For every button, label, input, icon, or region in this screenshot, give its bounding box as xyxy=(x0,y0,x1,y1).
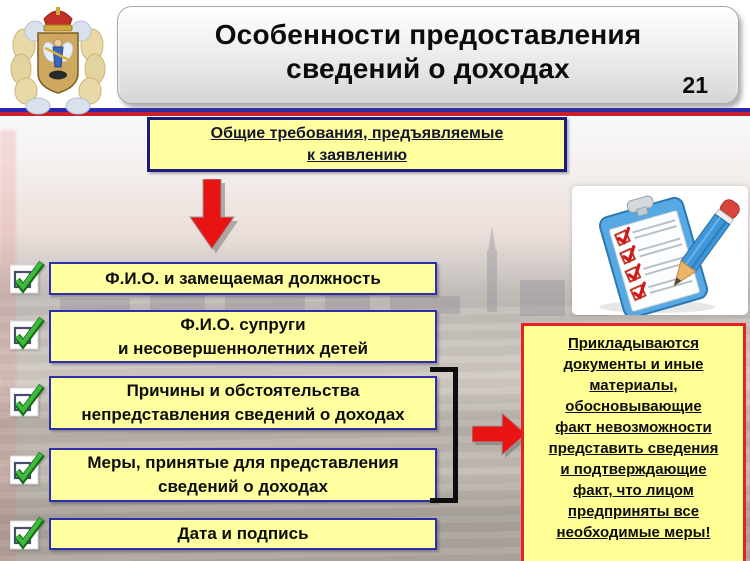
requirements-heading-box: Общие требования, предъявляемые к заявле… xyxy=(147,117,567,172)
checklist-item-label: Дата и подпись xyxy=(177,524,309,543)
checklist-item-label: Причины и обстоятельства непредставления… xyxy=(81,381,405,424)
page-number: 21 xyxy=(682,72,708,98)
grouping-bracket xyxy=(430,367,458,503)
green-checkmark-icon xyxy=(10,383,45,417)
red-arrow-down-icon xyxy=(189,179,238,253)
red-arrow-right-icon xyxy=(472,411,529,458)
checklist-item-box: Ф.И.О. супруги и несовершеннолетних дете… xyxy=(49,310,437,363)
slide-title-bar: Особенности предоставления сведений о до… xyxy=(117,6,739,104)
slide-title: Особенности предоставления сведений о до… xyxy=(214,19,642,84)
divider-stripe-red xyxy=(0,112,750,116)
callout-box: Прикладываются документы и иные материал… xyxy=(521,323,746,561)
background-left-tint xyxy=(0,130,16,561)
requirements-heading-text: Общие требования, предъявляемые к заявле… xyxy=(210,124,504,164)
green-checkmark-icon xyxy=(10,316,45,350)
green-checkmark-icon xyxy=(10,260,45,294)
clipboard-checklist-icon xyxy=(598,195,740,319)
checklist-item-box: Причины и обстоятельства непредставления… xyxy=(49,376,437,430)
checklist-item-label: Ф.И.О. и замещаемая должность xyxy=(105,268,381,288)
callout-text: Прикладываются документы и иные материал… xyxy=(548,335,719,541)
checklist-item-label: Меры, принятые для представления сведени… xyxy=(87,453,399,496)
green-checkmark-icon xyxy=(10,451,45,485)
green-checkmark-icon xyxy=(10,516,45,550)
clipboard-illustration-panel xyxy=(572,186,748,319)
divider-stripe-blue xyxy=(0,108,750,112)
checklist-item-box: Меры, принятые для представления сведени… xyxy=(49,448,437,502)
checklist-item-label: Ф.И.О. супруги и несовершеннолетних дете… xyxy=(118,314,368,358)
checklist-item-box: Дата и подпись xyxy=(49,518,437,550)
checklist-item-box: Ф.И.О. и замещаемая должность xyxy=(49,262,437,295)
coat-of-arms-icon xyxy=(10,7,106,115)
